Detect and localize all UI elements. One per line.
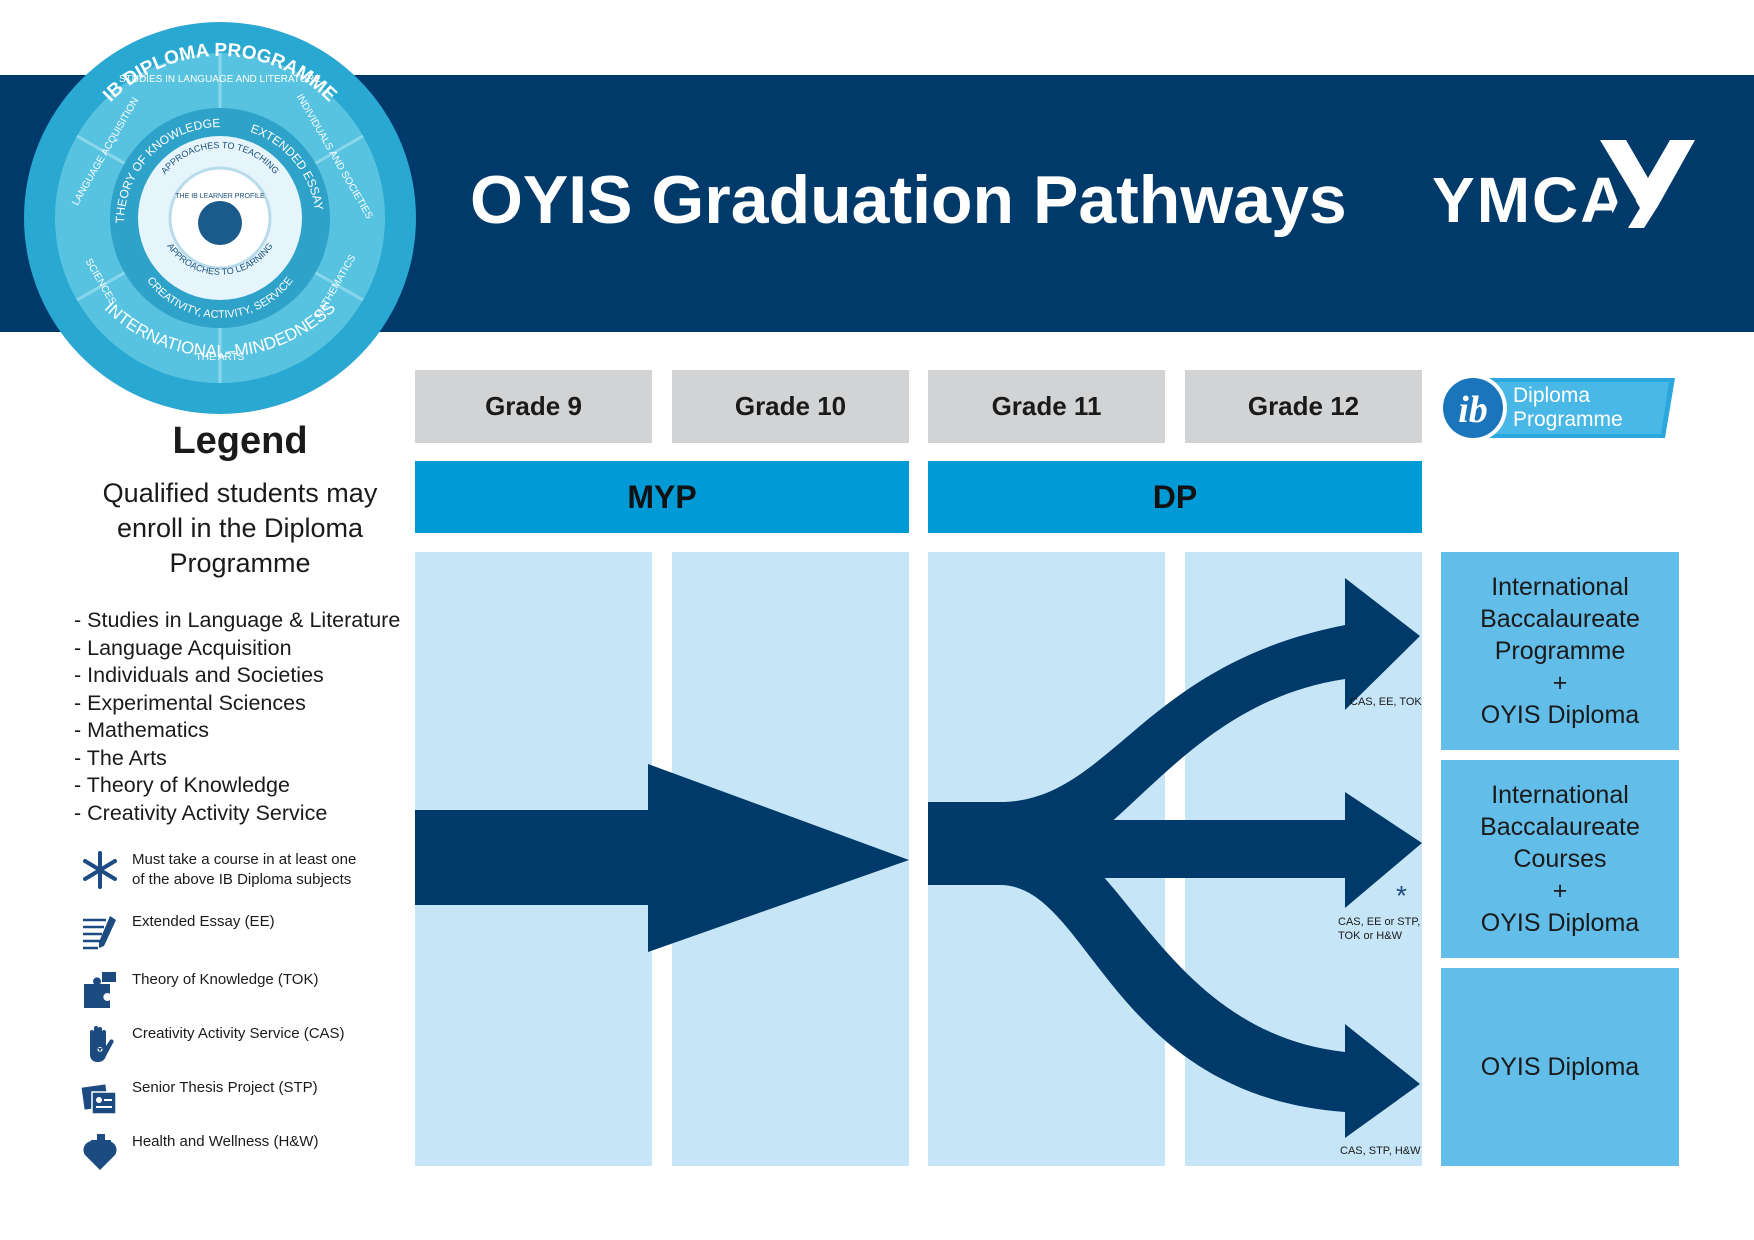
ib-programme-wheel: IB DIPLOMA PROGRAMME INTERNATIONAL–MINDE… [24, 22, 416, 414]
thesis-icon [81, 1084, 117, 1115]
ymca-logo-text: YMCA [1432, 164, 1629, 236]
legend-subject: - Language Acquisition [74, 635, 292, 660]
branch-arrow-top [928, 578, 1420, 872]
myp-arrow [415, 764, 909, 952]
asterisk-icon [83, 851, 117, 889]
grade-header-11: Grade 11 [928, 370, 1165, 443]
ib-logo-letters: ib [1458, 389, 1488, 431]
legend-subject: - Mathematics [74, 718, 210, 742]
result-ib-programme-diploma: International Baccalaureate Programme + … [1441, 552, 1679, 750]
legend-title: Legend [172, 420, 308, 462]
wheel-center-learner-profile: THE IB LEARNER PROFILE [175, 193, 265, 200]
ib-logo-line1: Diploma [1513, 384, 1590, 407]
pathway-note-bottom: CAS, STP, H&W [1340, 1145, 1421, 1157]
legend-subject: - Individuals and Societies [74, 663, 324, 687]
result-ib-courses-diploma: International Baccalaureate Courses + OY… [1441, 760, 1679, 958]
legend-item-cas: Creativity Activity Service (CAS) [80, 1024, 410, 1072]
branch-arrow-bottom [928, 820, 1420, 1138]
ib-logo-line2: Programme [1513, 408, 1623, 431]
legend-subject: - The Arts [74, 745, 167, 770]
page-title: OYIS Graduation Pathways [470, 162, 1347, 238]
puzzle-icon [84, 972, 116, 1008]
legend-subject: - Theory of Knowledge [74, 773, 290, 797]
legend-subject-list: - Studies in Language & Literature - Lan… [74, 607, 400, 827]
pathway-note-asterisk-icon: * [1396, 880, 1407, 911]
legend-label: Must take a course in at least one of th… [132, 851, 357, 888]
legend-item-stp: Senior Thesis Project (STP) [80, 1078, 410, 1126]
pathway-note-middle: CAS, EE or STP, TOK or H&W [1338, 916, 1421, 942]
legend-label: Extended Essay (EE) [132, 913, 275, 930]
result-oyis-diploma: OYIS Diploma [1441, 968, 1679, 1166]
ymca-logo-mark [1600, 140, 1695, 228]
essay-pencil-icon [83, 916, 116, 950]
branch-arrow-middle [928, 792, 1422, 908]
wheel-segment-arts: THE ARTS [196, 352, 245, 363]
legend-subject: - Creativity Activity Service [74, 800, 328, 825]
legend-item-health: Health and Wellness (H&W) [80, 1132, 410, 1180]
hand-heart-icon [90, 1026, 114, 1062]
ib-diploma-programme-logo: ib Diploma Programme [1435, 372, 1680, 444]
legend-item-extended-essay: Extended Essay (EE) [80, 912, 410, 960]
programme-bar-dp: DP [928, 461, 1422, 533]
grade-header-12: Grade 12 [1185, 370, 1422, 443]
legend-subject: - Experimental Sciences [74, 690, 306, 715]
health-heart-cross-icon [83, 1134, 117, 1170]
grade-header-9: Grade 9 [415, 370, 652, 443]
legend-label: Creativity Activity Service (CAS) [132, 1025, 345, 1042]
legend-label: Senior Thesis Project (STP) [132, 1079, 318, 1096]
legend-subject: - Studies in Language & Literature [74, 608, 401, 632]
legend-item-required-subject: Must take a course in at least one of th… [80, 850, 410, 898]
programme-bar-myp: MYP [415, 461, 909, 533]
legend-intro: Qualified students may enroll in the Dip… [102, 478, 378, 578]
legend-label: Theory of Knowledge (TOK) [132, 971, 319, 988]
legend-label: Health and Wellness (H&W) [132, 1133, 319, 1150]
wheel-segment-language-literature: STUDIES IN LANGUAGE AND LITERATURE [119, 74, 321, 85]
grade-header-10: Grade 10 [672, 370, 909, 443]
pathway-note-top: CAS, EE, TOK [1350, 696, 1422, 708]
legend-item-tok: Theory of Knowledge (TOK) [80, 970, 410, 1018]
